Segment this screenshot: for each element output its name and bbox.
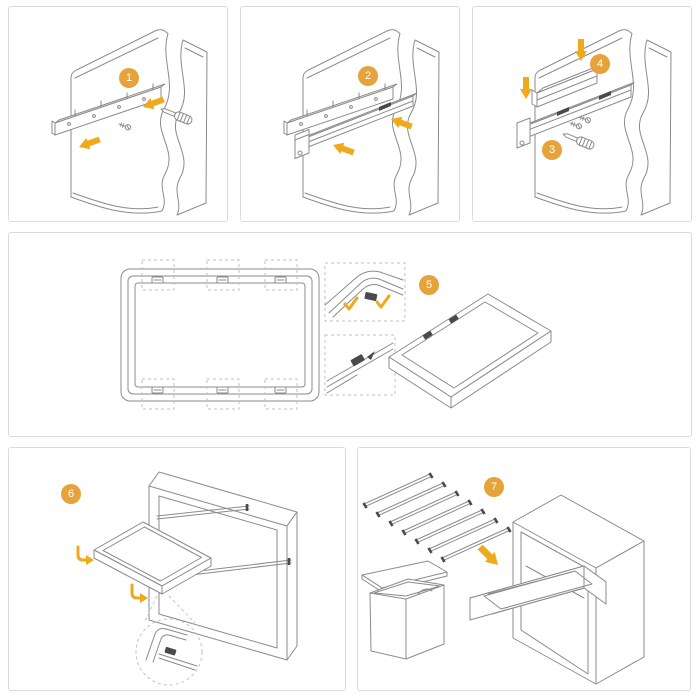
step-badge-5: 5 (419, 275, 439, 295)
step-6-illustration (76, 471, 298, 686)
frame-3d-view (388, 293, 552, 409)
panel-step-7: 7 (357, 447, 691, 691)
cabinet (512, 494, 645, 685)
hook-arrow-icon (76, 545, 96, 567)
slide-rails-extended (156, 504, 292, 576)
steps-3-4-illustration (516, 29, 672, 216)
step-badge-3: 3 (542, 140, 562, 160)
clip (151, 386, 164, 394)
pull-out-frame (93, 521, 212, 595)
corner-magnifier (135, 595, 203, 686)
step-badge-7: 7 (484, 477, 504, 497)
step-1-illustration (51, 29, 208, 216)
step-badge-4: 4 (590, 54, 610, 74)
step-5-illustration (120, 259, 552, 410)
step-badge-2: 2 (358, 66, 378, 86)
clip (274, 386, 287, 394)
rail-set (362, 472, 512, 563)
clip (151, 276, 164, 284)
direction-arrow-icon (475, 542, 503, 570)
panel-steps-3-4: 3 4 (472, 6, 692, 222)
check-mark-icon (375, 294, 391, 309)
panel-step-6: 6 (8, 447, 346, 691)
step-badge-1: 1 (119, 68, 139, 88)
pull-out-frame (469, 565, 607, 621)
panel-step-2: 2 (240, 6, 460, 222)
mounted-slide-rail (516, 82, 635, 149)
down-arrow-icon (520, 77, 532, 99)
frame-top-view (120, 259, 320, 410)
clip (216, 276, 229, 284)
step-badge-6: 6 (61, 484, 81, 504)
cabinet (148, 471, 298, 661)
slide-rail (294, 93, 417, 159)
panel-step-5: 5 (8, 232, 692, 437)
step-2-illustration (283, 29, 440, 216)
rail-clip-detail (324, 334, 396, 396)
basket-with-lid (361, 560, 448, 660)
clip (274, 276, 287, 284)
panel-step-1: 1 (8, 6, 228, 222)
clip (216, 386, 229, 394)
step-7-illustration (361, 472, 645, 685)
corner-clip-detail (324, 262, 406, 322)
hook-arrow-icon (130, 583, 150, 605)
cover-profile (531, 63, 604, 108)
